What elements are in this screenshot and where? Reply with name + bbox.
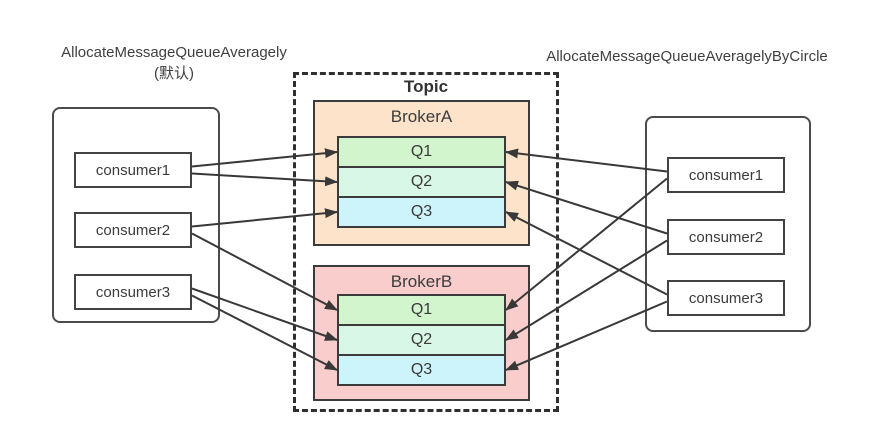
broker-b-label: BrokerB	[390, 272, 453, 291]
broker-a-queue-q3: Q3	[337, 196, 506, 228]
topic-container: Topic BrokerA Q1 Q2 Q3 BrokerB Q1 Q2 Q3	[293, 72, 559, 412]
broker-b-queue-q3: Q3	[337, 354, 506, 386]
broker-a-box: BrokerA Q1 Q2 Q3	[313, 100, 530, 246]
right-consumer-panel: consumer1 consumer2 consumer3	[645, 116, 811, 332]
left-strategy-name: AllocateMessageQueueAveragely	[61, 44, 287, 61]
left-strategy-title: AllocateMessageQueueAveragely (默认)	[28, 42, 320, 84]
right-consumer3-box: consumer3	[667, 280, 785, 316]
right-consumer1-box: consumer1	[667, 157, 785, 193]
left-strategy-subtitle: (默认)	[154, 65, 194, 82]
topic-title: Topic	[403, 77, 449, 96]
right-strategy-title: AllocateMessageQueueAveragelyByCircle	[546, 48, 828, 65]
broker-a-queue-q1: Q1	[337, 136, 506, 168]
left-consumer-panel: consumer1 consumer2 consumer3	[52, 107, 220, 323]
broker-a-label: BrokerA	[390, 107, 453, 126]
left-consumer3-box: consumer3	[74, 274, 192, 310]
broker-b-queue-q2: Q2	[337, 324, 506, 356]
left-consumer2-box: consumer2	[74, 212, 192, 248]
broker-b-box: BrokerB Q1 Q2 Q3	[313, 265, 530, 401]
broker-a-queue-q2: Q2	[337, 166, 506, 198]
left-consumer1-box: consumer1	[74, 152, 192, 188]
right-consumer2-box: consumer2	[667, 219, 785, 255]
broker-b-queue-q1: Q1	[337, 294, 506, 326]
